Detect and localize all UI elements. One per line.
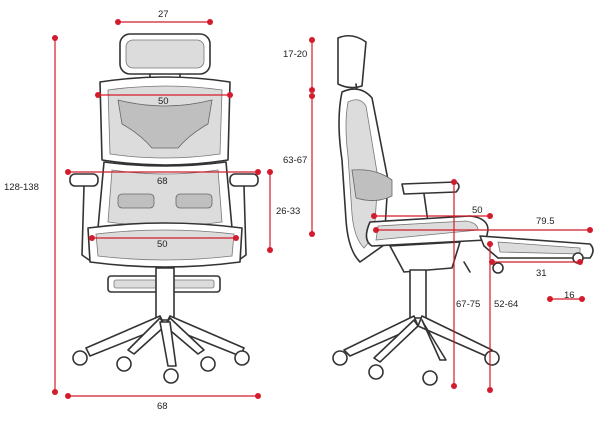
front-lumbar-pad-left xyxy=(117,193,155,209)
label-armrest-span: 68 xyxy=(157,176,168,187)
label-footrest-length: 79.5 xyxy=(536,216,555,227)
front-caster xyxy=(72,350,88,366)
front-caster xyxy=(116,356,132,372)
front-armrest-left xyxy=(69,173,99,187)
side-headrest xyxy=(337,34,367,89)
front-caster xyxy=(200,356,216,372)
side-gas-lift xyxy=(409,269,427,319)
label-footrest-extra: 16 xyxy=(564,290,575,301)
side-caster xyxy=(422,370,438,386)
side-lumbar xyxy=(351,169,393,201)
label-arm-height-floor: 52-64 xyxy=(494,299,519,310)
side-caster xyxy=(368,364,384,380)
side-armrest xyxy=(401,181,460,195)
label-headrest-adjust: 17-20 xyxy=(283,49,308,60)
side-mechanism xyxy=(389,241,461,273)
label-seat-width: 50 xyxy=(157,239,168,250)
label-base-width: 68 xyxy=(157,401,168,412)
label-footrest-depth: 31 xyxy=(536,268,547,279)
front-caster xyxy=(234,350,250,366)
label-backrest-height: 63-67 xyxy=(283,155,308,166)
label-armrest-height: 26-33 xyxy=(276,206,301,217)
front-headrest-mesh xyxy=(125,39,205,69)
label-backrest-width: 50 xyxy=(158,96,169,107)
side-caster xyxy=(332,350,348,366)
front-armrest-right xyxy=(229,173,259,187)
dimension-lines xyxy=(52,19,593,399)
side-caster xyxy=(484,350,500,366)
label-headrest-width: 27 xyxy=(158,9,169,20)
front-caster xyxy=(163,368,179,384)
front-chair xyxy=(69,33,259,384)
front-lumbar xyxy=(117,99,213,149)
front-lumbar-pad-right xyxy=(175,193,213,209)
label-seat-depth: 50 xyxy=(472,205,483,216)
label-total-height: 128-138 xyxy=(4,182,39,193)
front-gas-lift xyxy=(155,267,175,321)
label-seat-height: 67-75 xyxy=(456,299,481,310)
side-chair xyxy=(332,34,594,386)
